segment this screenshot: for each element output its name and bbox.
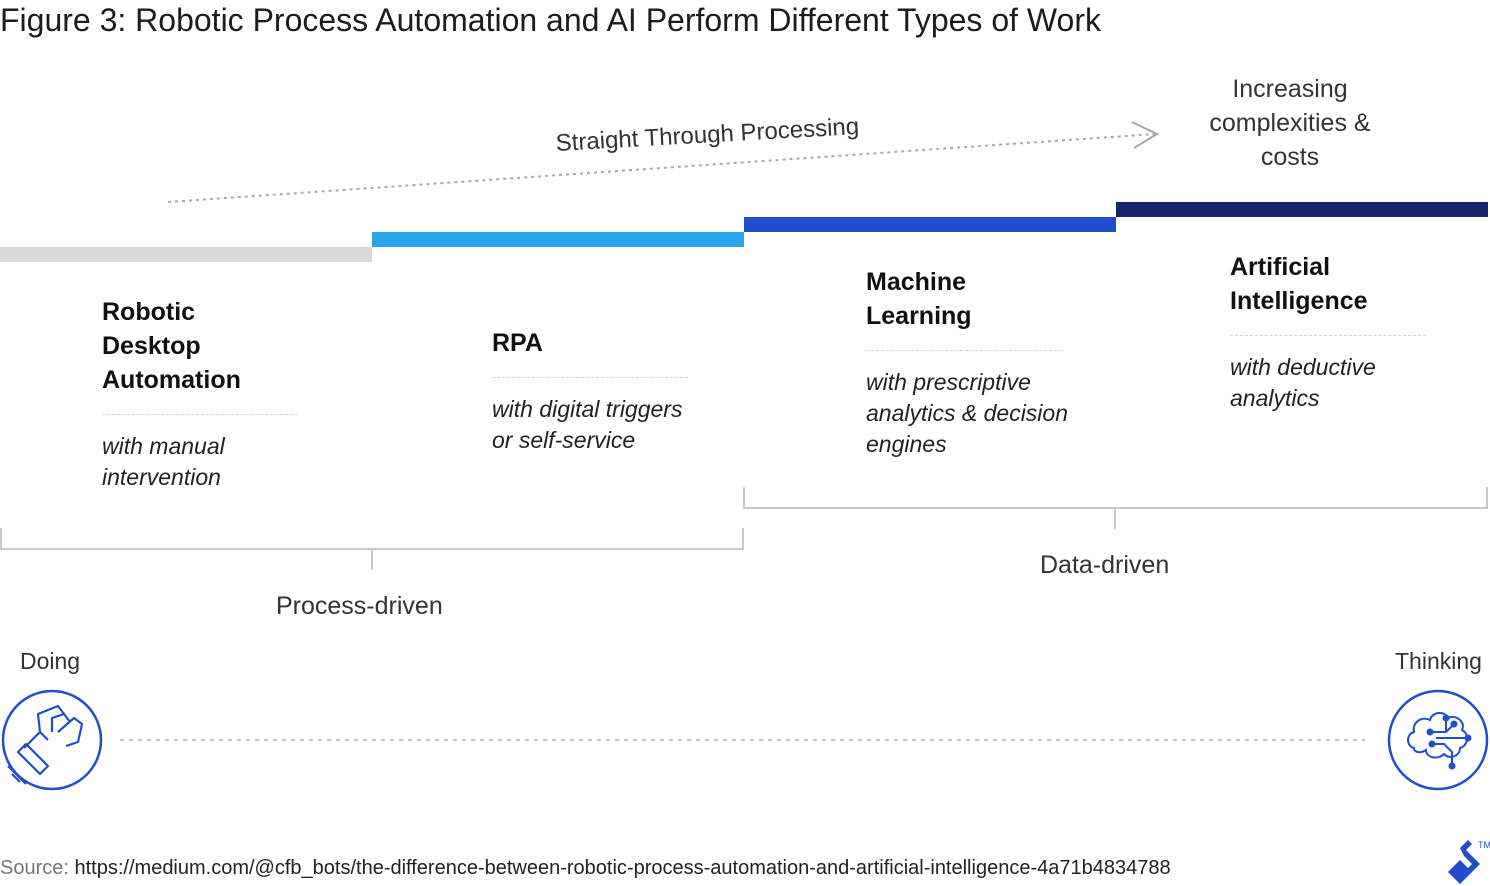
column-title: Artificial Intelligence <box>1230 253 1368 315</box>
column-divider <box>492 377 688 378</box>
step-bar-1 <box>0 247 372 262</box>
increasing-complexity-label: Increasing complexities & costs <box>1209 75 1371 171</box>
column-divider <box>102 414 298 415</box>
column-rpa: RPA with digital triggers or self-servic… <box>492 326 688 456</box>
step-bar-2 <box>372 232 744 247</box>
column-divider <box>866 350 1062 351</box>
column-description: with manual intervention <box>102 433 225 490</box>
stp-arrow-head <box>1131 121 1160 149</box>
doing-label: Doing <box>20 648 81 674</box>
step-bar-3 <box>744 217 1116 232</box>
source-citation: Source: https://medium.com/@cfb_bots/the… <box>0 857 1171 879</box>
column-description: with prescriptive analytics & decision e… <box>866 369 1068 457</box>
source-link[interactable]: https://medium.com/@cfb_bots/the-differe… <box>74 857 1171 879</box>
svg-text:TM: TM <box>1478 840 1490 850</box>
column-title: RPA <box>492 329 543 357</box>
step-bar-4 <box>1116 202 1488 217</box>
figure-title: Figure 3: Robotic Process Automation and… <box>0 2 1101 38</box>
column-title: Robotic Desktop Automation <box>102 298 241 394</box>
process-driven-label: Process-driven <box>276 592 443 620</box>
data-driven-label: Data-driven <box>1040 551 1170 579</box>
process-bracket <box>0 528 744 550</box>
column-description: with deductive analytics <box>1230 354 1376 411</box>
thinking-label: Thinking <box>1395 648 1482 674</box>
data-bracket <box>743 487 1488 509</box>
column-divider <box>1230 335 1426 336</box>
column-robotic-desktop-automation: Robotic Desktop Automation with manual i… <box>102 295 298 493</box>
brain-circuit-icon <box>1387 689 1489 791</box>
column-artificial-intelligence: Artificial Intelligence with deductive a… <box>1230 250 1426 414</box>
column-machine-learning: Machine Learning with prescriptive analy… <box>866 265 1068 460</box>
toptal-logo: TM <box>1448 840 1490 884</box>
column-title: Machine Learning <box>866 268 972 330</box>
column-description: with digital triggers or self-service <box>492 396 683 453</box>
robot-arm-icon <box>1 689 103 791</box>
